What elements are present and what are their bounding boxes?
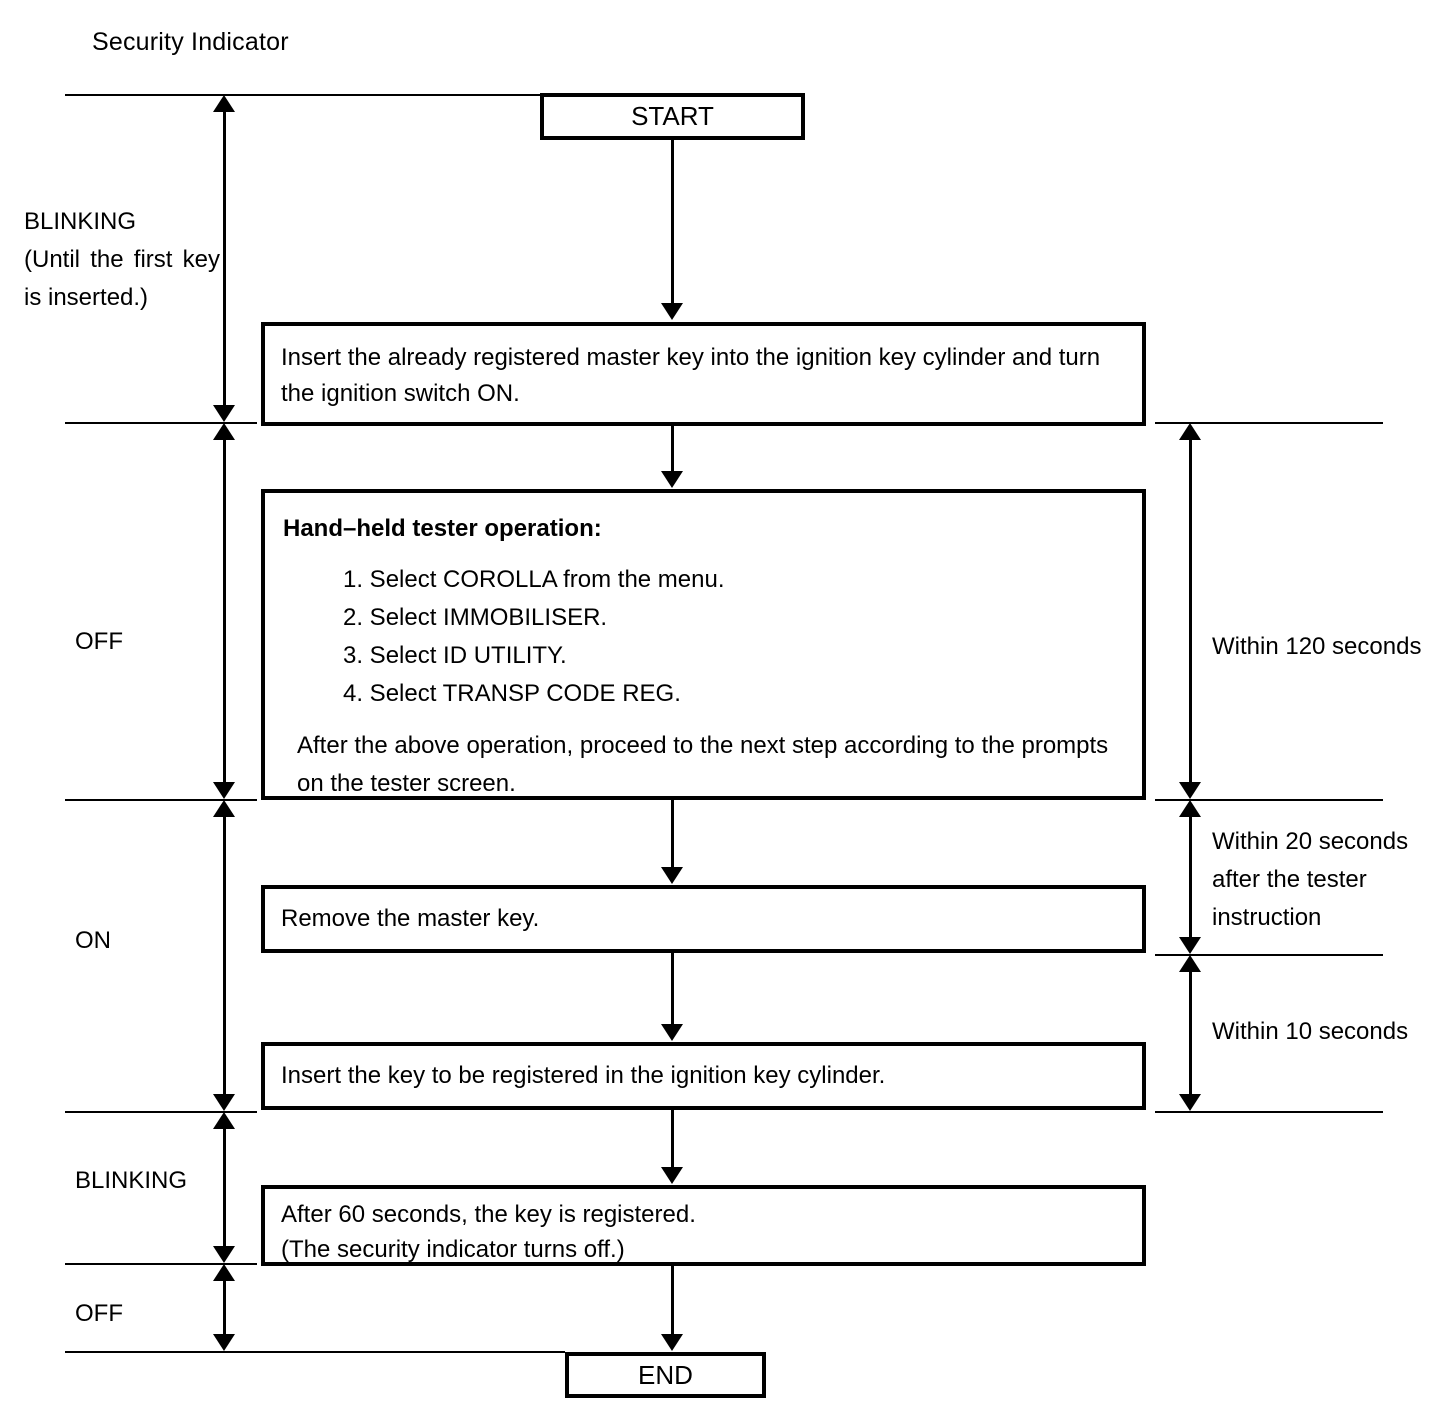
node-start-label: START	[631, 101, 714, 131]
connector-arrow-step1-step2	[661, 471, 683, 488]
right-measure-10	[1189, 960, 1192, 1106]
connector-step2-step3	[671, 800, 674, 868]
node-start[interactable]: START	[540, 93, 805, 140]
node-step3-label: Remove the master key.	[281, 905, 540, 932]
state-label-on: ON	[75, 927, 111, 954]
left-arrow-up-1	[213, 95, 235, 112]
node-step2-title: Hand–held tester operation:	[283, 515, 602, 542]
node-step2-steps: 1. Select COROLLA from the menu. 2. Sele…	[283, 561, 1122, 713]
state-label-off-1: OFF	[75, 628, 123, 655]
left-arrow-up-4	[213, 1112, 235, 1129]
left-rule-blink-off	[65, 422, 257, 424]
left-measure-off1	[223, 428, 226, 794]
node-end-label: END	[638, 1359, 693, 1390]
node-step2-footer: After the above operation, proceed to th…	[297, 732, 1109, 797]
connector-arrow-step3-step4	[661, 1024, 683, 1041]
left-measure-off2	[223, 1269, 226, 1346]
left-arrow-down-4	[213, 1246, 235, 1263]
node-step4-label: Insert the key to be registered in the i…	[281, 1062, 886, 1089]
timing-label-within-120: Within 120 seconds	[1212, 633, 1422, 660]
right-arrow-down-1	[1179, 782, 1201, 799]
state-label-blinking-1-note: (Until the first key is inserted.)	[24, 246, 220, 311]
node-end[interactable]: END	[565, 1352, 766, 1398]
left-rule-off-on	[65, 799, 257, 801]
right-arrow-down-3	[1179, 1094, 1201, 1111]
connector-arrow-start-step1	[661, 303, 683, 320]
left-arrow-down-5	[213, 1334, 235, 1351]
node-step5[interactable]: After 60 seconds, the key is registered.…	[261, 1185, 1146, 1266]
connector-arrow-step4-step5	[661, 1167, 683, 1184]
state-label-blinking-1: BLINKING	[24, 208, 137, 235]
node-step2[interactable]: Hand–held tester operation: 1. Select CO…	[261, 489, 1146, 800]
node-step5-line1: After 60 seconds, the key is registered.	[281, 1201, 696, 1228]
node-step4[interactable]: Insert the key to be registered in the i…	[261, 1042, 1146, 1110]
list-item: 3. Select ID UTILITY.	[343, 642, 567, 669]
connector-arrow-step5-end	[661, 1334, 683, 1351]
list-item: 4. Select TRANSP CODE REG.	[343, 680, 681, 707]
right-measure-120	[1189, 428, 1192, 794]
left-arrow-down-3	[213, 1094, 235, 1111]
left-arrow-up-2	[213, 423, 235, 440]
right-rule-bottom	[1155, 1111, 1383, 1113]
left-arrow-down-1	[213, 405, 235, 422]
right-rule-mid-1	[1155, 799, 1383, 801]
right-rule-top	[1155, 422, 1383, 424]
left-rule-blink-off2	[65, 1263, 257, 1265]
timing-label-within-20: Within 20 seconds after the tester instr…	[1212, 828, 1409, 931]
node-step1-label: Insert the already registered master key…	[281, 344, 1101, 407]
left-measure-blinking	[223, 100, 226, 418]
state-label-off-2: OFF	[75, 1300, 123, 1327]
left-rule-on-blink	[65, 1111, 257, 1113]
right-arrow-up-1	[1179, 423, 1201, 440]
left-measure-blinking2	[223, 1117, 226, 1258]
connector-arrow-step2-step3	[661, 867, 683, 884]
page-title: Security Indicator	[92, 28, 289, 56]
connector-step5-end	[671, 1266, 674, 1335]
node-step5-line2: (The security indicator turns off.)	[281, 1236, 625, 1263]
connector-step1-step2	[671, 426, 674, 472]
left-rule-bottom	[65, 1351, 565, 1353]
timing-label-within-10: Within 10 seconds	[1212, 1018, 1409, 1045]
left-rule-top	[65, 94, 545, 96]
node-step1[interactable]: Insert the already registered master key…	[261, 322, 1146, 426]
right-measure-20	[1189, 805, 1192, 949]
left-arrow-up-3	[213, 800, 235, 817]
list-item: 2. Select IMMOBILISER.	[343, 604, 608, 631]
connector-start-step1	[671, 140, 674, 304]
right-arrow-down-2	[1179, 937, 1201, 954]
connector-step3-step4	[671, 953, 674, 1025]
left-measure-on	[223, 805, 226, 1106]
connector-step4-step5	[671, 1110, 674, 1168]
state-label-blinking-2: BLINKING	[75, 1167, 188, 1194]
node-step3[interactable]: Remove the master key.	[261, 885, 1146, 953]
right-rule-mid-2	[1155, 954, 1383, 956]
left-arrow-up-5	[213, 1264, 235, 1281]
list-item: 1. Select COROLLA from the menu.	[343, 566, 725, 593]
right-arrow-up-2	[1179, 800, 1201, 817]
right-arrow-up-3	[1179, 955, 1201, 972]
left-arrow-down-2	[213, 782, 235, 799]
